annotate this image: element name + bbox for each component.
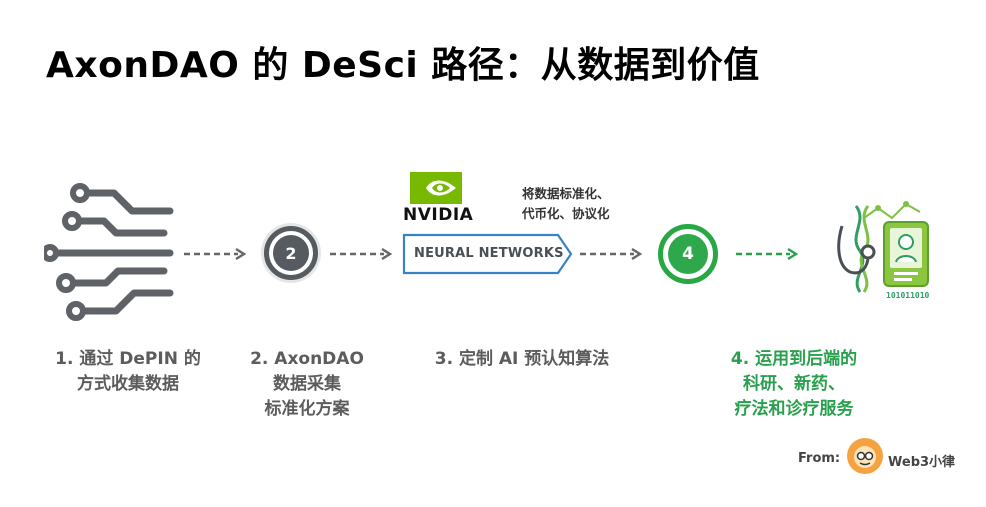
step-1-label-line: 方式收集数据 (77, 374, 179, 394)
nvidia-logo-icon (410, 172, 462, 204)
step-4-label: 4. 运用到后端的 科研、新药、 疗法和诊疗服务 (706, 347, 882, 422)
step-2-label: 2. AxonDAO 数据采集 标准化方案 (232, 347, 382, 422)
nvidia-logo-text: NVIDIA (403, 205, 474, 225)
neural-networks-box (402, 233, 573, 275)
medical-research-icon: 101011010 (837, 201, 930, 300)
circuit-lines-icon (44, 183, 174, 321)
from-label: From: (798, 451, 841, 466)
step-1-label-line: 1. 通过 DePIN 的 (55, 349, 201, 369)
step-2-number: 2 (273, 235, 309, 271)
step-3-note-line: 将数据标准化、 (522, 186, 610, 201)
arrow-3 (580, 247, 643, 261)
step-4-marker: 4 (658, 224, 718, 284)
step-3-label: 3. 定制 AI 预认知算法 (402, 347, 642, 372)
step-2-label-line: 数据采集 (273, 374, 341, 394)
arrow-1 (184, 247, 247, 261)
author-name: Web3小律 (888, 455, 956, 470)
step-3-note: 将数据标准化、 代币化、协议化 (522, 184, 610, 224)
step-2-label-line: 2. AxonDAO (250, 349, 364, 369)
step-2-label-line: 标准化方案 (264, 399, 350, 419)
arrow-4 (736, 247, 799, 261)
step-2-marker: 2 (264, 226, 318, 280)
step-4-label-line: 4. 运用到后端的 (730, 349, 858, 369)
arrow-2 (330, 247, 393, 261)
author-avatar (847, 438, 883, 474)
binary-text: 101011010 (886, 291, 930, 300)
step-4-number: 4 (668, 234, 708, 274)
step-1-label: 1. 通过 DePIN 的 方式收集数据 (38, 347, 218, 397)
step-3-label-line: 3. 定制 AI 预认知算法 (434, 349, 610, 369)
step-4-label-line: 科研、新药、 (743, 374, 845, 394)
neural-networks-label: NEURAL NETWORKS (414, 246, 564, 261)
step-3-note-line: 代币化、协议化 (522, 206, 610, 221)
step-4-label-line: 疗法和诊疗服务 (734, 399, 854, 419)
page-title: AxonDAO 的 DeSci 路径：从数据到价值 (46, 45, 760, 86)
